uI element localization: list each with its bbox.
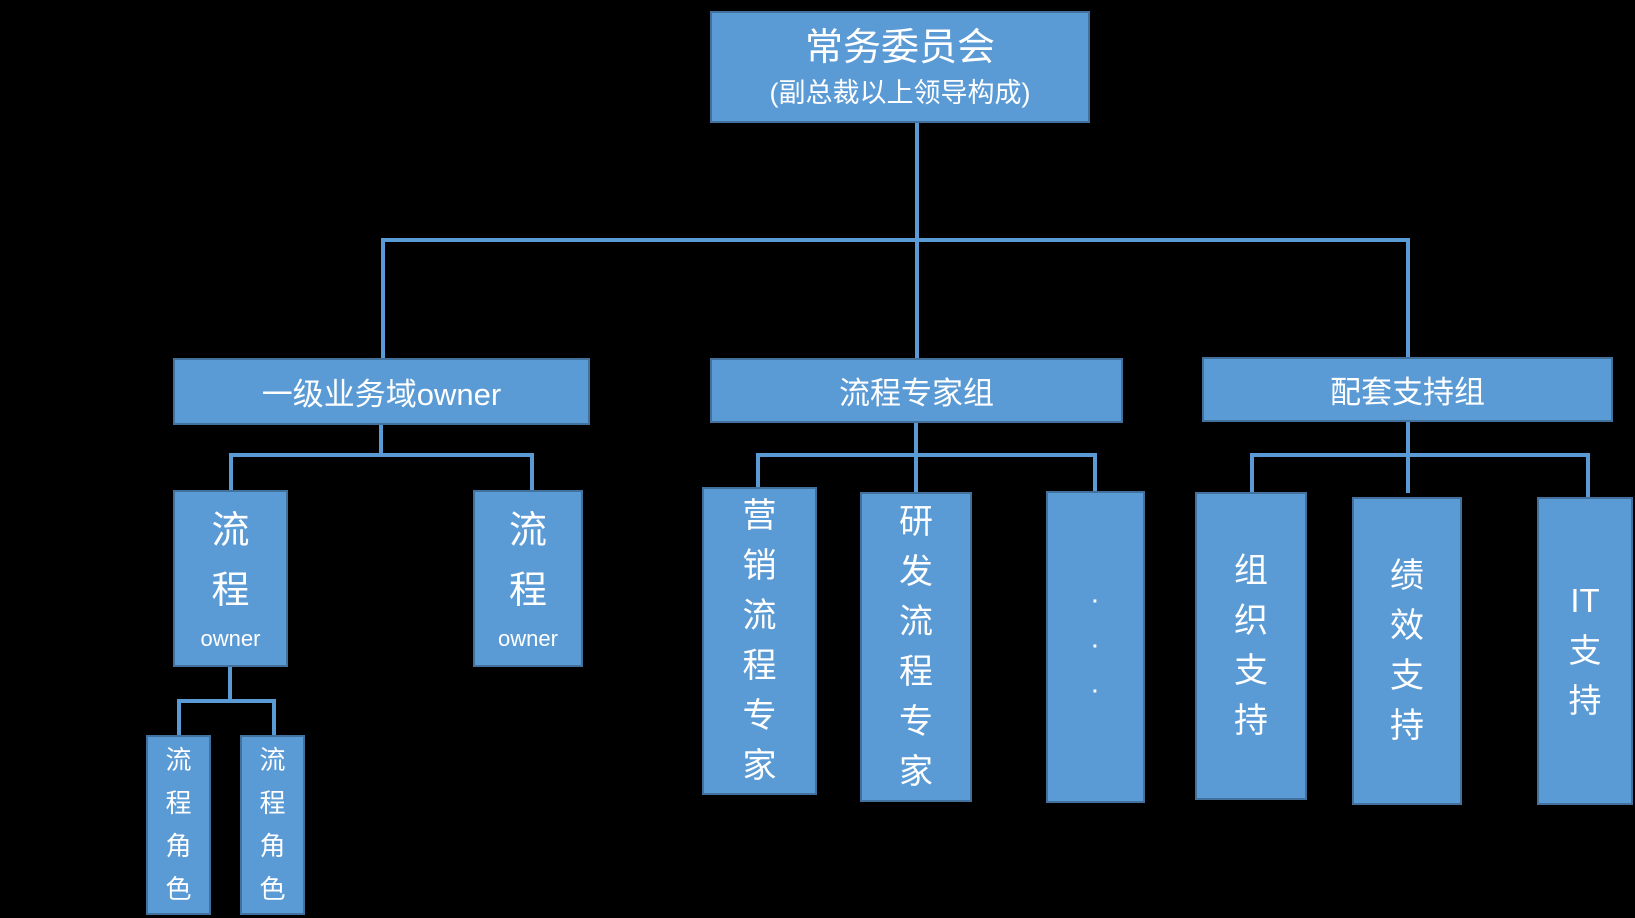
connector-drop-more-experts: [1093, 453, 1097, 492]
connector-domain-children-horizontal: [229, 453, 534, 457]
connector-drop-domain-owner: [381, 238, 385, 360]
connector-expert-group-stem: [914, 423, 918, 457]
standing-committee-subtitle: (副总裁以上领导构成): [769, 78, 1031, 108]
connector-domain-owner-stem: [379, 425, 383, 457]
connector-drop-expert-group: [915, 238, 919, 360]
node-marketing-process-expert: 营销流程专家: [702, 487, 817, 795]
connector-drop-process-role-2: [272, 699, 276, 736]
node-rd-process-expert: 研发流程专家: [860, 492, 972, 802]
connector-drop-support-group: [1406, 238, 1410, 359]
node-expert-group: 流程专家组: [710, 358, 1123, 423]
node-support-group: 配套支持组: [1202, 357, 1613, 422]
connector-support-children-horizontal: [1250, 453, 1590, 457]
connector-drop-process-owner-1: [229, 453, 233, 491]
connector-root-trunk: [915, 121, 919, 242]
node-domain-owner: 一级业务域owner: [173, 358, 590, 425]
node-org-support: 组织支持: [1195, 492, 1307, 800]
connector-drop-perf-support: [1406, 453, 1410, 493]
expert-group-label: 流程专家组: [839, 376, 994, 411]
connector-drop-marketing-expert: [756, 453, 760, 488]
connector-level1-horizontal: [381, 238, 1410, 242]
node-more-experts-ellipsis: ···: [1046, 491, 1145, 803]
connector-expert-children-horizontal: [756, 453, 1097, 457]
connector-process-owner-stem: [228, 667, 232, 703]
node-process-role-2: 流程角色: [240, 735, 305, 915]
connector-drop-org-support: [1250, 453, 1254, 493]
connector-support-group-stem: [1406, 422, 1410, 457]
node-standing-committee: 常务委员会 (副总裁以上领导构成): [710, 11, 1090, 123]
connector-drop-rd-expert: [914, 453, 918, 493]
node-performance-support: 绩效支持: [1352, 497, 1462, 805]
support-group-label: 配套支持组: [1330, 375, 1485, 410]
standing-committee-title: 常务委员会: [804, 27, 995, 69]
connector-role-children-horizontal: [177, 699, 276, 703]
connector-drop-process-owner-2: [530, 453, 534, 491]
connector-drop-process-role-1: [177, 699, 181, 736]
domain-owner-label: 一级业务域owner: [261, 377, 502, 412]
connector-drop-it-support: [1586, 453, 1590, 498]
node-process-role-1: 流程角色: [146, 735, 211, 915]
